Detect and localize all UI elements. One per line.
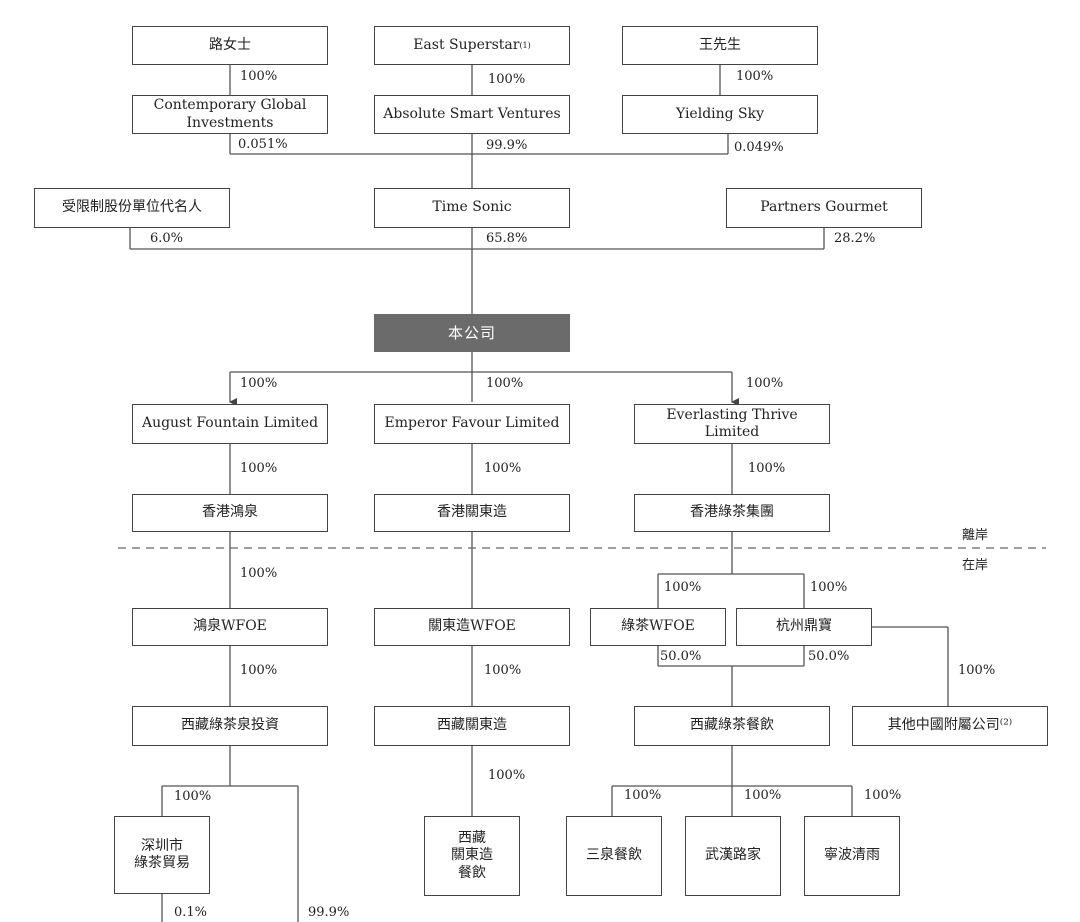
pct-hzdb-other: 100% [958,663,996,678]
node-everlasting-thrive: Everlasting Thrive Limited [634,404,830,444]
pct-asv-ts: 99.9% [486,138,528,153]
pct-xzlcq-sz: 100% [174,789,212,804]
pct-xzgdz-cy: 100% [488,768,526,783]
pct-xzcy-sanquan: 100% [624,788,662,803]
zone-offshore-label: 離岸 [962,528,989,543]
node-time-sonic: Time Sonic [374,188,570,228]
pct-nominee-co: 6.0% [150,231,184,246]
node-ningbo-qingyu: 寧波清雨 [804,816,900,896]
node-company: 本公司 [374,314,570,352]
node-august-fountain: August Fountain Limited [132,404,328,444]
node-guandongzao-wfoe: 關東造WFOE [374,608,570,646]
node-absolute-smart: Absolute Smart Ventures [374,95,570,134]
node-wang: 王先生 [622,26,818,65]
pct-august-hkhq: 100% [240,461,278,476]
node-xizang-guandongzao: 西藏關東造 [374,706,570,746]
node-hk-guandongzao: 香港關東造 [374,494,570,532]
pct-xzcy-ningbo: 100% [864,788,902,803]
node-hk-hongquan: 香港鴻泉 [132,494,328,532]
node-other-prc: 其他中國附屬公司⁽²⁾ [852,706,1048,746]
node-emperor-favour: Emperor Favour Limited [374,404,570,444]
pct-xzcy-wuhan: 100% [744,788,782,803]
pct-hzdb-xzcy: 50.0% [808,649,850,664]
node-yielding-sky: Yielding Sky [622,95,818,134]
pct-everlasting-hklc: 100% [748,461,786,476]
node-wuhan-lujia: 武漢路家 [685,816,781,896]
pct-hklc-hzdb: 100% [810,580,848,595]
pct-east-asv: 100% [488,72,526,87]
node-shenzhen-lvcha: 深圳市 綠茶貿易 [114,816,210,894]
pct-co-emperor: 100% [486,376,524,391]
node-east-superstar-note: (1) [519,40,531,50]
node-partners-gourmet: Partners Gourmet [726,188,922,228]
node-east-superstar: East Superstar(1) [374,26,570,65]
pct-lcwfoe-xzcy: 50.0% [660,649,702,664]
pct-sz-b: 99.9% [308,905,350,920]
pct-lu-cgi: 100% [240,69,278,84]
pct-wang-ys: 100% [736,69,774,84]
pct-sz-a: 0.1% [174,905,208,920]
pct-co-august: 100% [240,376,278,391]
node-restricted-nominee: 受限制股份單位代名人 [34,188,230,228]
pct-ts-co: 65.8% [486,231,528,246]
node-xizang-lvcha-quan: 西藏綠茶泉投資 [132,706,328,746]
node-hongquan-wfoe: 鴻泉WFOE [132,608,328,646]
node-lu: 路女士 [132,26,328,65]
pct-hqwfoe-xz: 100% [240,663,278,678]
node-sanquan: 三泉餐飲 [566,816,662,896]
pct-pg-co: 28.2% [834,231,876,246]
pct-gdzwfoe-xz: 100% [484,663,522,678]
node-xizang-gdz-canyin: 西藏 關東造 餐飲 [424,816,520,896]
node-xizang-lvcha-canyin: 西藏綠茶餐飲 [634,706,830,746]
pct-ys-ts: 0.049% [734,140,784,155]
pct-emperor-hkgdz: 100% [484,461,522,476]
node-lvcha-wfoe: 綠茶WFOE [590,608,726,646]
pct-hklc-lcwfoe: 100% [664,580,702,595]
node-hk-lvcha: 香港綠茶集團 [634,494,830,532]
pct-cgi-ts: 0.051% [238,137,288,152]
pct-hkhq-wfoe: 100% [240,566,278,581]
zone-onshore-label: 在岸 [962,558,989,573]
node-contemporary-global: Contemporary Global Investments [132,95,328,134]
node-hangzhou-dingbao: 杭州鼎寶 [736,608,872,646]
pct-co-everlasting: 100% [746,376,784,391]
node-east-superstar-label: East Superstar [413,36,520,53]
